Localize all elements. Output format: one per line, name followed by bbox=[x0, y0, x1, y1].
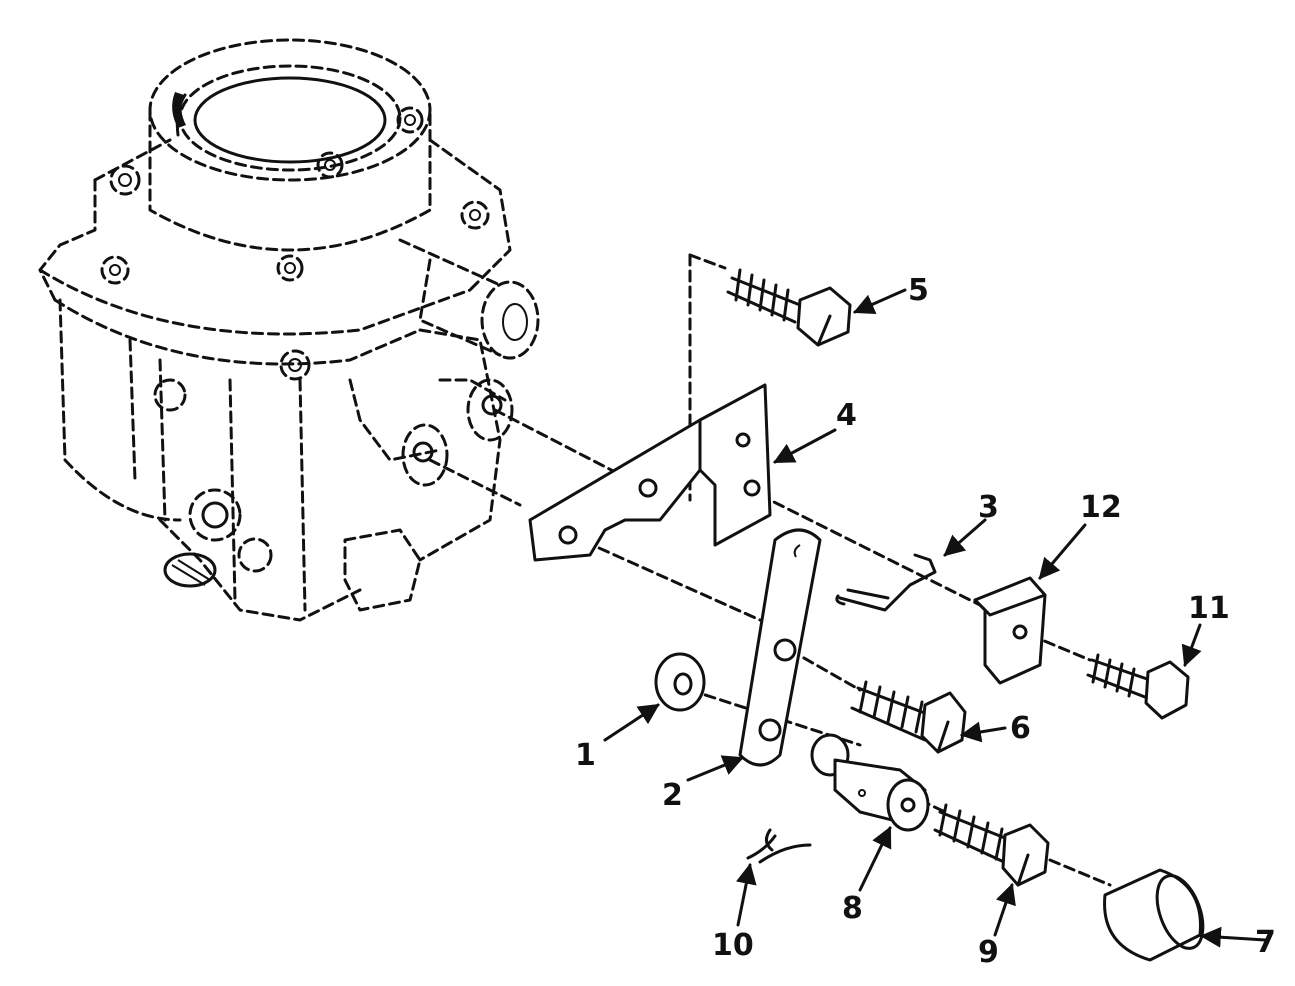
callout-7: 7 bbox=[1255, 925, 1276, 960]
part-12-retainer bbox=[973, 576, 1047, 685]
callout-5: 5 bbox=[908, 273, 929, 308]
callout-6: 6 bbox=[1010, 711, 1031, 746]
leader-lines bbox=[603, 288, 1267, 948]
part-10-clip bbox=[746, 828, 812, 864]
callout-1: 1 bbox=[575, 738, 596, 773]
callout-9: 9 bbox=[978, 935, 999, 970]
callout-labels: 1 2 3 4 5 6 7 8 9 10 11 12 bbox=[575, 273, 1276, 970]
part-6-bolt bbox=[850, 680, 967, 754]
callout-4: 4 bbox=[836, 398, 857, 433]
callout-8: 8 bbox=[842, 891, 863, 926]
part-8-pin bbox=[810, 733, 930, 832]
part-4-bracket bbox=[528, 383, 772, 562]
part-9-bolt bbox=[933, 803, 1050, 887]
part-7-cap bbox=[1103, 868, 1205, 962]
part-3-spring-clip bbox=[835, 553, 937, 612]
part-5-bolt bbox=[726, 268, 852, 347]
part-2-link bbox=[738, 528, 822, 767]
callout-3: 3 bbox=[978, 490, 999, 525]
callout-11: 11 bbox=[1188, 591, 1230, 626]
callout-12: 12 bbox=[1080, 490, 1122, 525]
part-11-bolt bbox=[1086, 653, 1190, 720]
callout-10: 10 bbox=[712, 928, 754, 963]
part-1-washer bbox=[654, 652, 706, 712]
carburetor-body bbox=[38, 38, 540, 622]
callout-2: 2 bbox=[662, 778, 683, 813]
